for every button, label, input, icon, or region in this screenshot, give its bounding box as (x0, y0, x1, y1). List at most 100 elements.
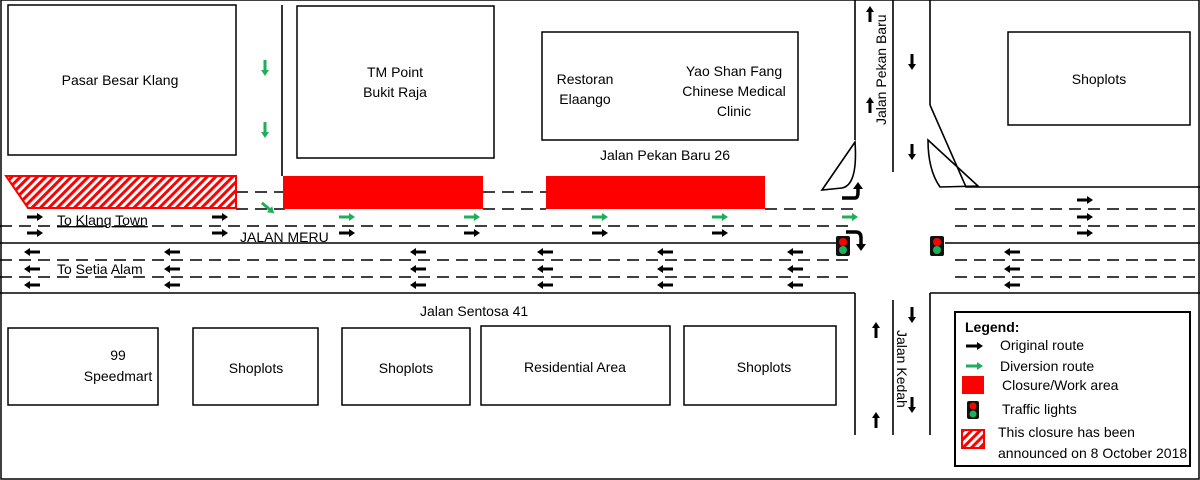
diversion-route-arrow-icon (339, 213, 355, 221)
original-route-arrow-icon (410, 265, 426, 273)
building-99-speedmart: 99 Speedmart (7, 327, 159, 406)
original-route-arrow-icon (410, 281, 426, 289)
diversion-route-arrow-icon (261, 122, 269, 138)
original-route-arrow-icon (464, 229, 480, 237)
legend-original-arrow-icon (966, 342, 983, 350)
original-route-arrow-icon (24, 281, 40, 289)
building-label: Chinese Medical (682, 83, 786, 99)
legend-label-announced-date: announced on 8 October 2018 (998, 445, 1187, 461)
legend-label-traffic-lights: Traffic lights (1002, 401, 1077, 417)
original-route-arrow-icon (164, 248, 180, 256)
original-route-arrow-icon (657, 281, 673, 289)
legend-label-original-route: Original route (1000, 337, 1084, 353)
legend-closure-swatch (962, 376, 984, 394)
traffic-light-icon (836, 236, 850, 256)
legend-announced-swatch (961, 429, 985, 449)
building-label: TM Point (367, 64, 423, 80)
building-shoplots-2: Shoplots (341, 327, 471, 406)
building-shoplots-3: Shoplots (683, 325, 837, 406)
original-route-arrow-icon (712, 229, 728, 237)
building-pasar-besar-klang: Pasar Besar Klang (7, 4, 237, 156)
building-label: Restoran (557, 71, 614, 87)
building-label: Shoplots (1072, 71, 1126, 87)
original-route-arrow-icon (212, 213, 228, 221)
building-label: Shoplots (379, 360, 433, 376)
direction-label-to-klang-town: To Klang Town (57, 212, 148, 228)
announced-closure-area (4, 175, 237, 209)
building-label: Yao Shan Fang (686, 63, 782, 79)
original-route-arrow-icon (212, 229, 228, 237)
diversion-route-arrow-icon (260, 201, 275, 214)
original-route-arrow-icon (24, 248, 40, 256)
original-route-arrow-icon (872, 412, 880, 428)
building-label: Pasar Besar Klang (62, 72, 179, 88)
building-shoplots-top-right: Shoplots (1007, 31, 1191, 126)
original-route-arrow-icon (866, 97, 874, 113)
original-route-arrow-icon (1077, 229, 1093, 237)
original-route-arrow-icon (908, 397, 916, 413)
traffic-light-icon (930, 236, 944, 256)
road-label-jalan-kedah: Jalan Kedah (894, 330, 910, 408)
building-label: Elaango (559, 91, 611, 107)
original-route-arrow-icon (410, 248, 426, 256)
legend-label-announced: This closure has been (998, 424, 1135, 440)
original-route-arrow-icon (787, 248, 803, 256)
original-route-arrow-icon (164, 265, 180, 273)
traffic-island-left (820, 139, 857, 191)
legend: Legend: Original route Diversion route C… (954, 311, 1191, 467)
legend-label-closure: Closure/Work area (1002, 377, 1119, 393)
building-restoran-yao-shan-fang: Restoran Elaango Yao Shan Fang Chinese M… (541, 31, 799, 141)
diversion-route-arrow-icon (592, 213, 608, 221)
original-route-arrow-icon (592, 229, 608, 237)
building-label: Speedmart (84, 368, 153, 384)
diversion-route-arrow-icon (261, 60, 269, 76)
building-residential-area: Residential Area (480, 325, 671, 406)
building-shoplots-1: Shoplots (192, 327, 319, 406)
original-route-arrow-icon (787, 281, 803, 289)
original-route-arrow-icon (657, 265, 673, 273)
building-label: Clinic (717, 103, 751, 119)
original-route-arrow-icon (908, 144, 916, 160)
original-route-arrow-icon (908, 307, 916, 323)
original-route-arrow-icon (27, 229, 43, 237)
original-route-arrow-icon (1004, 248, 1020, 256)
road-label-jalan-sentosa-41: Jalan Sentosa 41 (420, 303, 528, 319)
original-route-arrow-icon (1004, 265, 1020, 273)
building-label: Shoplots (737, 359, 791, 375)
road-label-jalan-pekan-baru-26: Jalan Pekan Baru 26 (600, 147, 730, 163)
original-route-arrow-icon (24, 265, 40, 273)
original-route-arrow-icon (787, 265, 803, 273)
legend-diversion-arrow-icon (966, 362, 983, 370)
legend-title: Legend: (965, 319, 1019, 335)
closure-work-area (283, 176, 483, 209)
road-label-jalan-meru: JALAN MERU (240, 229, 329, 245)
diversion-route-arrow-icon (842, 213, 858, 221)
original-route-arrow-icon (1004, 281, 1020, 289)
building-label: Residential Area (524, 359, 626, 375)
original-route-arrow-icon (866, 6, 874, 22)
original-route-arrow-icon (339, 229, 355, 237)
legend-label-diversion-route: Diversion route (1000, 358, 1094, 374)
building-label: 99 (110, 347, 126, 363)
original-route-arrow-icon (872, 322, 880, 338)
original-route-arrow-icon (908, 54, 916, 70)
traffic-island-right (927, 138, 980, 188)
original-route-arrow-icon (1077, 196, 1093, 204)
u-turn-arrowhead (856, 244, 866, 251)
original-route-arrow-icon (537, 281, 553, 289)
diversion-route-arrow-icon (712, 213, 728, 221)
building-label: Bukit Raja (363, 84, 427, 100)
original-route-arrow-icon (164, 281, 180, 289)
direction-label-to-setia-alam: To Setia Alam (57, 261, 143, 277)
legend-traffic-light-icon (967, 401, 979, 419)
route-arrows (24, 6, 1093, 428)
road-label-jalan-pekan-baru: Jalan Pekan Baru (873, 14, 889, 125)
road-lines (0, 0, 1200, 435)
closure-work-area (546, 176, 765, 209)
u-turn-arrow-icon (846, 230, 863, 244)
original-route-arrow-icon (657, 248, 673, 256)
turn-left-arrowhead (853, 182, 863, 189)
original-route-arrow-icon (1077, 213, 1093, 221)
